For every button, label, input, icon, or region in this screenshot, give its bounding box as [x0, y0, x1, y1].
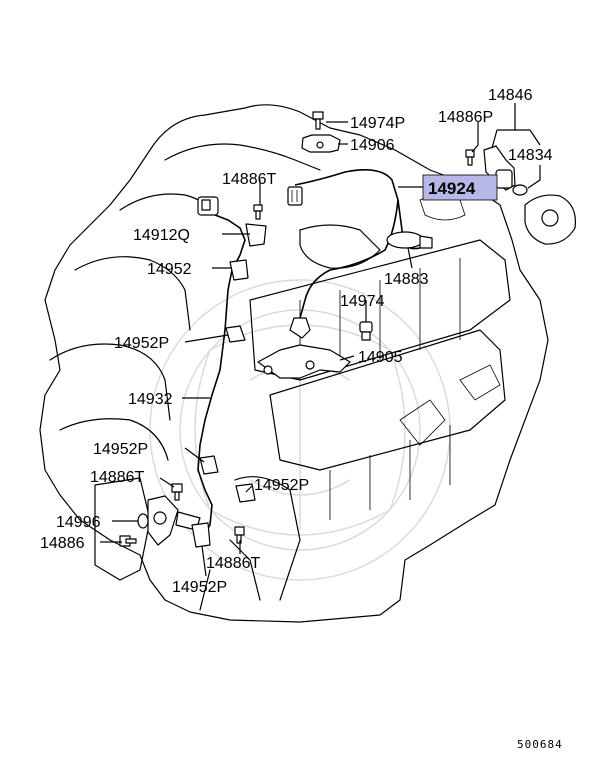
engine-outline	[39, 104, 549, 623]
bolt-14974P	[312, 111, 324, 130]
cam-sensor-14846	[483, 145, 528, 196]
callout-labels: 14846 14886P 14834 14974P 14906 14886T 1…	[40, 87, 553, 596]
cam-cover	[524, 194, 577, 245]
callout-14952-top: 14952	[147, 261, 192, 278]
clip-14952P-b	[199, 455, 219, 475]
callout-14974: 14974	[340, 293, 385, 310]
oring-14996	[137, 513, 149, 529]
callout-14912Q: 14912Q	[133, 227, 190, 244]
callout-14886: 14886	[40, 535, 85, 552]
callout-14924: 14924	[428, 179, 476, 198]
oxygen-sensor	[289, 317, 311, 339]
callout-14952P-d: 14952P	[172, 579, 227, 596]
highlight-box	[422, 174, 498, 201]
bolt-14886T-mid	[171, 483, 183, 501]
callout-14952P-a: 14952P	[114, 335, 169, 352]
bolt-14886T-bot	[234, 526, 245, 544]
connector-top	[287, 186, 303, 206]
callout-14906: 14906	[350, 137, 395, 154]
callout-14846: 14846	[488, 87, 533, 104]
clip-14952P-a	[225, 325, 246, 343]
callout-14974P: 14974P	[350, 115, 405, 132]
clip-14952P-d	[191, 522, 211, 548]
bolt-14886P	[465, 149, 475, 166]
sensor-14905-bracket	[257, 344, 351, 379]
clip-14906	[301, 134, 341, 153]
callout-14883: 14883	[384, 271, 429, 288]
callout-14952P-b: 14952P	[93, 441, 148, 458]
bolt-14886T-top	[253, 204, 263, 220]
callout-14886T-top: 14886T	[222, 171, 276, 188]
callout-14886P-top: 14886P	[438, 109, 493, 126]
clamp-14883	[386, 231, 433, 249]
bolt-14974	[359, 321, 373, 341]
callout-14932: 14932	[128, 391, 173, 408]
callout-14886T-mid: 14886T	[90, 469, 144, 486]
callout-14905: 14905	[358, 349, 403, 366]
bolt-14886	[119, 535, 137, 547]
diagram-code: 500684	[517, 738, 563, 751]
crank-sensor-assembly	[147, 495, 201, 546]
clip-14952P-c	[235, 483, 256, 503]
sensor-connector-left	[197, 196, 219, 216]
callout-14886T-bot: 14886T	[206, 555, 260, 572]
callout-14952P-c: 14952P	[254, 477, 309, 494]
callout-14834: 14834	[508, 147, 553, 164]
leader-lines	[100, 103, 541, 577]
bracket-14912Q	[245, 223, 267, 247]
callout-14996: 14996	[56, 514, 101, 531]
clip-14952-top	[229, 259, 249, 281]
